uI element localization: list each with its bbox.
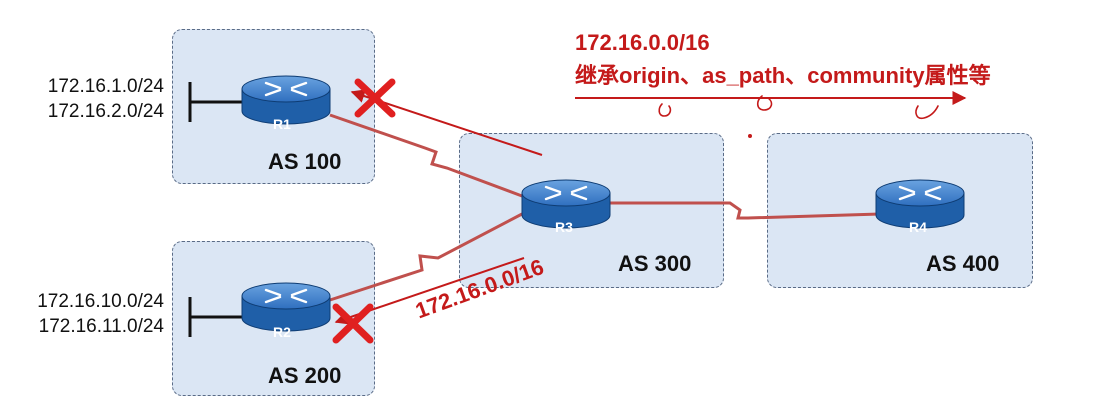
link-r2-r3	[329, 212, 523, 302]
link-r3-r4	[608, 201, 881, 220]
router-r2-icon	[241, 282, 331, 332]
router-label-r4: R4	[909, 219, 927, 235]
network-list-as200: 172.16.10.0/24 172.16.11.0/24	[37, 289, 164, 339]
network-list-as100: 172.16.1.0/24 172.16.2.0/24	[48, 74, 164, 124]
network-prefix: 172.16.2.0/24	[47, 101, 164, 122]
lan-stub-r2	[188, 297, 243, 337]
link-r1-r3	[329, 113, 523, 198]
router-label-r2: R2	[273, 324, 291, 340]
router-r1-icon	[241, 75, 331, 125]
block-x-icon-r1	[354, 78, 396, 118]
as100-label: AS 100	[268, 149, 342, 174]
inherit-attributes-note: 继承origin、as_path、community属性等	[575, 63, 991, 88]
network-prefix: 172.16.11.0/24	[38, 316, 164, 337]
as200-label: AS 200	[268, 363, 342, 388]
network-prefix: 172.16.1.0/24	[47, 76, 164, 97]
router-r4-icon	[875, 179, 965, 229]
block-x-icon-r2	[332, 303, 374, 344]
hand-scribbles	[658, 95, 939, 139]
aggregate-prefix-top: 172.16.0.0/16	[575, 30, 710, 55]
network-prefix: 172.16.10.0/24	[37, 291, 164, 312]
router-r3-icon	[521, 179, 611, 229]
lan-stub-r1	[188, 82, 243, 122]
router-label-r1: R1	[273, 116, 291, 132]
as400-label: AS 400	[926, 251, 1000, 276]
as300-label: AS 300	[618, 251, 692, 276]
router-label-r3: R3	[555, 219, 573, 235]
